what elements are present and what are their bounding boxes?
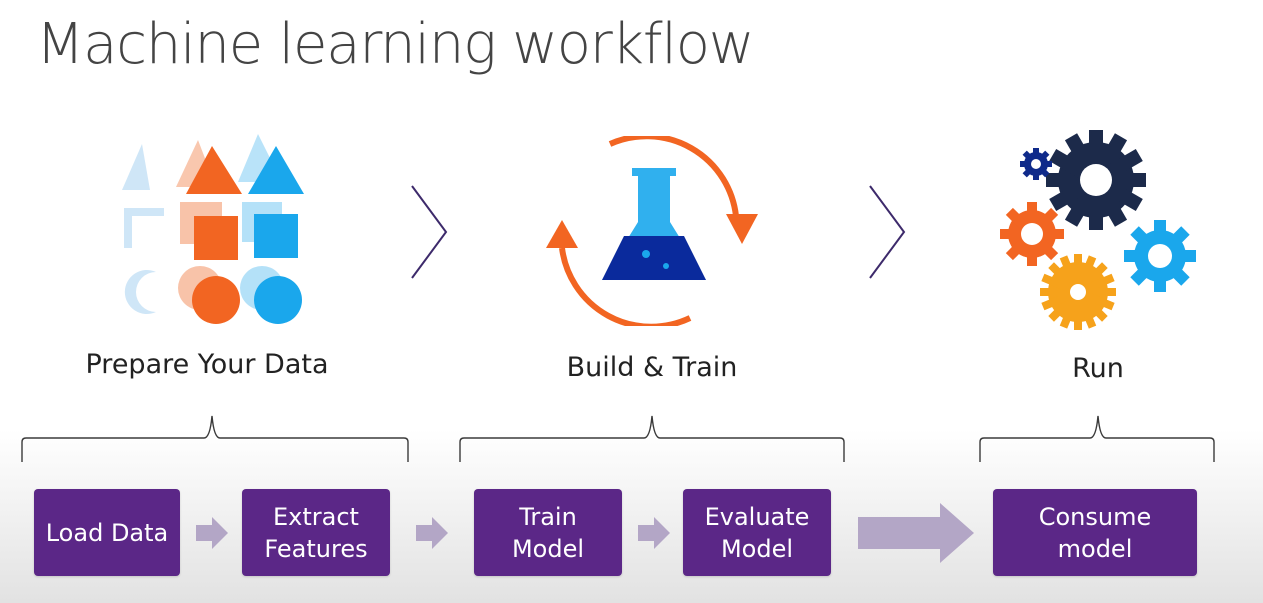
arrow-right-icon [196,517,228,549]
stage-label-prepare: Prepare Your Data [85,349,329,380]
brace [21,415,409,462]
chevron-right-icon [869,185,906,279]
shapes-icon [122,134,304,324]
step-load-data: Load Data [34,489,180,576]
step-train-model: Train Model [474,489,622,576]
step-label: Load Data [45,518,169,547]
gears-icon [1000,130,1196,330]
page-title: Machine learning workflow [36,12,755,77]
arrow-right-icon [416,517,448,549]
brace [459,415,845,462]
brace [979,415,1215,462]
arrow-right-icon [638,517,670,549]
step-label: Consume model [1038,502,1152,563]
stage-label-build: Build & Train [566,352,738,383]
step-consume-model: Consume model [993,489,1197,576]
chevron-right-icon [411,185,448,279]
step-label: Extract Features [264,502,368,563]
step-label: Train Model [511,502,585,563]
flask-cycle-icon [546,136,758,326]
step-extract-features: Extract Features [242,489,390,576]
step-evaluate-model: Evaluate Model [683,489,831,576]
arrow-right-icon [858,503,974,563]
step-label: Evaluate Model [704,502,810,563]
stage-label-run: Run [1072,353,1124,384]
